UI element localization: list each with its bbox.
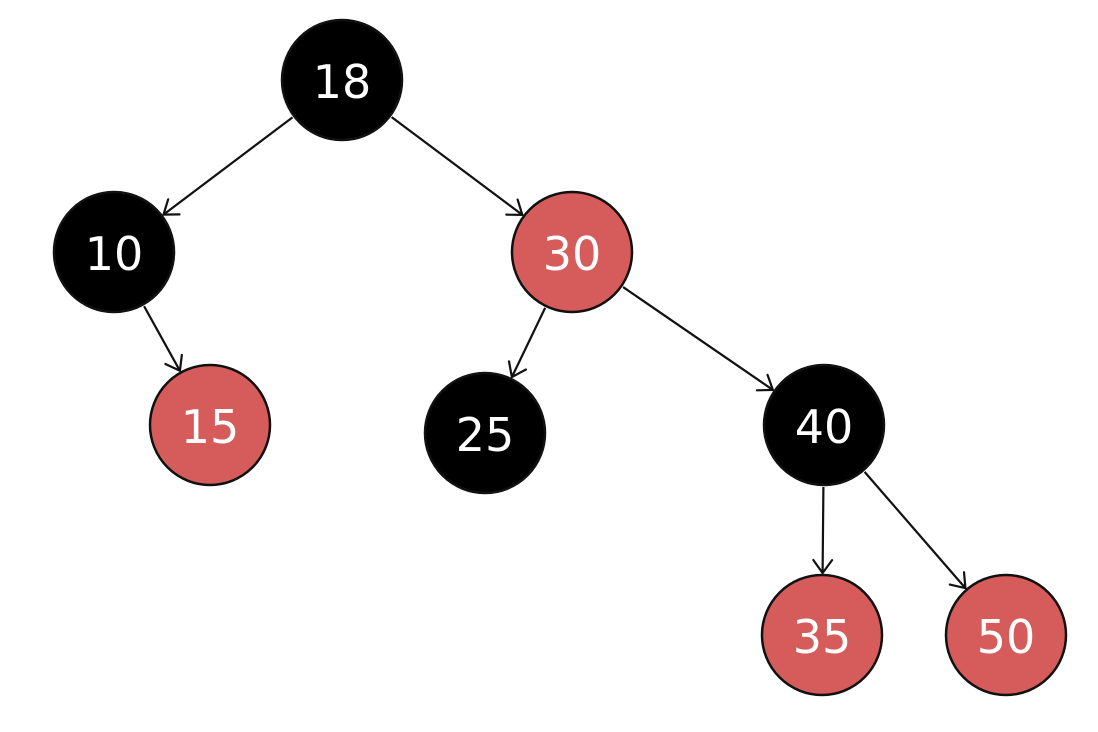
arrowhead-icon xyxy=(162,198,181,216)
edge-30-to-25 xyxy=(507,307,547,379)
tree-node-18: 18 xyxy=(280,18,404,142)
black-node-circle xyxy=(52,190,176,314)
tree-node-15: 15 xyxy=(148,363,272,487)
edge-40-to-50 xyxy=(863,471,967,590)
edge-40-to-35 xyxy=(812,486,834,575)
arrowhead-icon xyxy=(948,571,967,590)
node-label: 30 xyxy=(543,227,602,281)
tree-node-30: 30 xyxy=(510,190,634,314)
edge-line xyxy=(821,486,825,574)
edge-line xyxy=(143,305,181,372)
red-node-circle xyxy=(510,190,634,314)
tree-node-25: 25 xyxy=(423,371,547,495)
arrowhead-icon xyxy=(164,353,183,373)
black-node-circle xyxy=(423,371,547,495)
edge-line xyxy=(863,471,967,589)
node-label: 25 xyxy=(456,408,515,462)
arrowhead-icon xyxy=(812,558,834,575)
red-node-circle xyxy=(944,573,1068,697)
node-label: 18 xyxy=(313,55,372,109)
red-node-circle xyxy=(148,363,272,487)
arrowhead-icon xyxy=(507,360,528,379)
node-label: 10 xyxy=(85,227,144,281)
edges-layer xyxy=(143,116,967,590)
black-node-circle xyxy=(280,18,404,142)
edge-18-to-10 xyxy=(162,116,294,216)
edge-line xyxy=(162,116,294,216)
edge-30-to-40 xyxy=(622,286,775,392)
tree-node-35: 35 xyxy=(760,573,884,697)
edge-18-to-30 xyxy=(390,116,524,216)
arrowhead-icon xyxy=(505,198,524,216)
edge-10-to-15 xyxy=(143,305,183,373)
tree-node-50: 50 xyxy=(944,573,1068,697)
node-label: 35 xyxy=(793,610,852,664)
edge-line xyxy=(622,286,774,391)
nodes-layer: 18 10 30 15 25 40 35 50 xyxy=(52,18,1068,697)
node-label: 50 xyxy=(977,610,1036,664)
tree-node-40: 40 xyxy=(762,363,886,487)
tree-node-10: 10 xyxy=(52,190,176,314)
black-node-circle xyxy=(762,363,886,487)
node-label: 15 xyxy=(181,400,240,454)
arrowhead-icon xyxy=(755,373,775,392)
edge-line xyxy=(510,307,547,378)
edge-line xyxy=(390,116,524,216)
node-label: 40 xyxy=(795,400,854,454)
red-node-circle xyxy=(760,573,884,697)
